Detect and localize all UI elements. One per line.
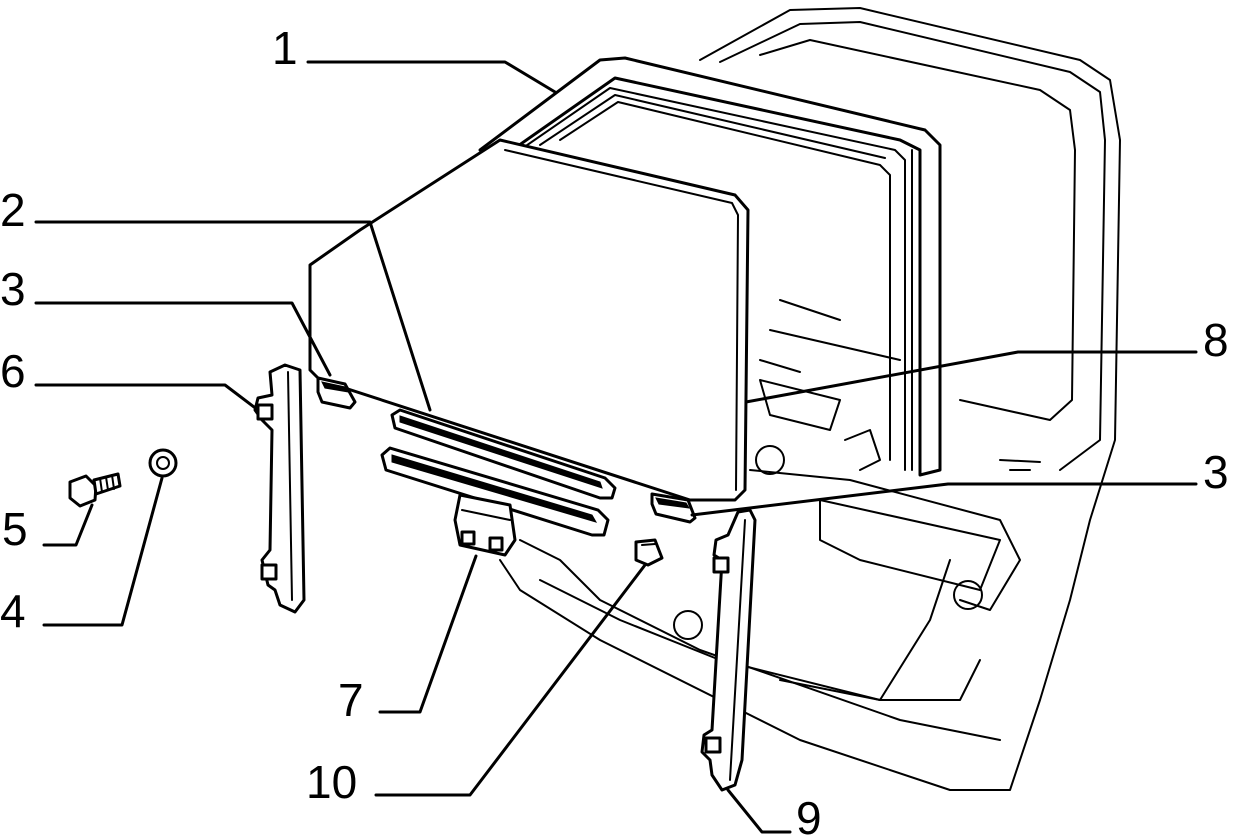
callout-1: 1 (272, 22, 298, 74)
callout-7: 7 (338, 674, 364, 726)
leader-2 (34, 220, 432, 412)
bolt (68, 472, 122, 508)
window-glass (308, 138, 750, 502)
leader-10 (374, 563, 647, 797)
leader-1 (306, 60, 557, 94)
front-guide-rail (253, 363, 306, 614)
leader-3a (34, 301, 332, 377)
window-run-channel-seal (478, 56, 942, 477)
callout-numbers: 1 2 3 6 5 4 8 3 7 10 9 (0, 22, 1229, 836)
glass-clip-right (650, 492, 697, 524)
rear-guide-rail (700, 508, 757, 792)
callout-9: 9 (796, 792, 822, 836)
callout-10: 10 (306, 756, 357, 808)
leader-3b (690, 482, 1198, 517)
callout-3-right: 3 (1203, 446, 1229, 498)
callout-3-left: 3 (0, 263, 26, 315)
small-clip (634, 538, 664, 567)
leader-4 (42, 476, 164, 627)
leader-5 (42, 503, 94, 547)
glass-bottom-channel (380, 408, 617, 537)
callout-4: 4 (0, 585, 26, 637)
callout-8: 8 (1203, 314, 1229, 366)
leader-8 (744, 350, 1198, 404)
leader-6 (34, 383, 260, 412)
callout-6: 6 (0, 345, 26, 397)
regulator-bracket (453, 493, 517, 557)
leader-7 (378, 554, 478, 714)
leader-lines (34, 60, 1198, 834)
callout-5: 5 (2, 503, 28, 555)
nut (148, 448, 178, 478)
callout-2: 2 (0, 184, 26, 236)
leader-9 (726, 788, 792, 834)
glass-clip-left (316, 376, 357, 410)
